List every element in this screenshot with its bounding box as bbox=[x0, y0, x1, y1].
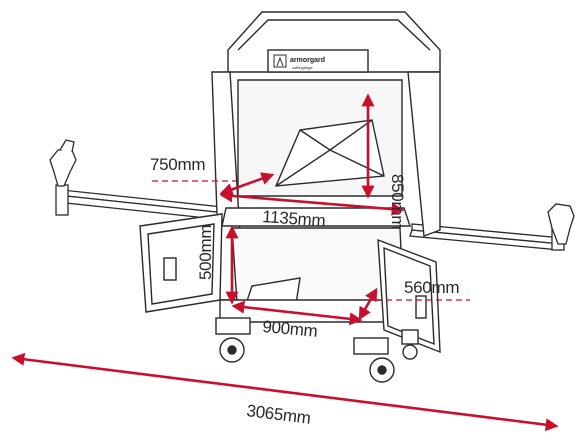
brand-logo-icon bbox=[273, 54, 287, 68]
overall-width-arrow bbox=[11, 352, 559, 432]
lower-depth-label: 560mm bbox=[404, 278, 459, 297]
brand-tagline: cuttingedge bbox=[292, 65, 313, 70]
lower-width-arrow bbox=[231, 300, 363, 326]
lower-width-label: 900mm bbox=[262, 317, 319, 341]
dimension-arrows bbox=[11, 93, 559, 432]
left-door bbox=[139, 213, 223, 313]
lower-depth-arrow bbox=[358, 287, 378, 321]
leader-lines bbox=[152, 180, 470, 301]
right-extension-arm bbox=[409, 203, 575, 251]
left-extension-arm bbox=[49, 139, 237, 222]
overall-width-label: 3065mm bbox=[246, 401, 312, 428]
inner-width-label: 1135mm bbox=[262, 207, 326, 230]
inner-height-label: 850mm bbox=[388, 174, 407, 229]
upper-depth-label: 750mm bbox=[150, 155, 205, 174]
lower-height-label: 500mm bbox=[196, 225, 215, 280]
inner-width-arrow bbox=[219, 189, 405, 216]
brand-name: armorgard bbox=[290, 57, 325, 64]
